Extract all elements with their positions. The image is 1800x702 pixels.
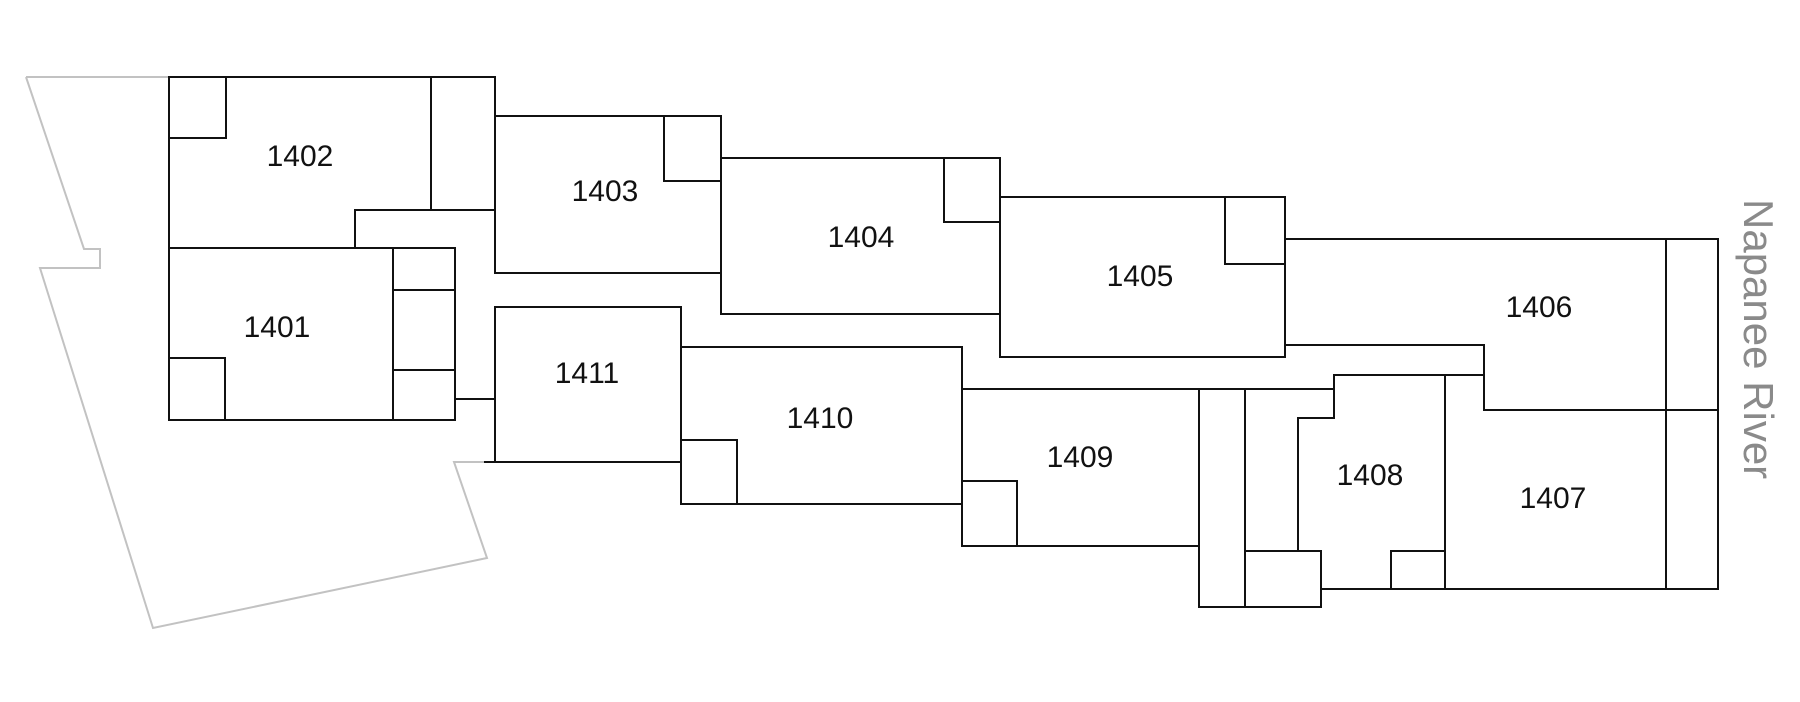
room-label-1411: 1411 (555, 357, 620, 390)
room-1404-closet (943, 157, 1001, 223)
stair-block (1198, 388, 1335, 608)
room-1407[interactable] (1444, 374, 1719, 590)
room-1401[interactable] (168, 247, 456, 421)
room-1401-side-rooms (392, 247, 456, 421)
room-label-1408: 1408 (1337, 459, 1404, 492)
room-1408[interactable] (1297, 374, 1446, 590)
room-1405-closet (1224, 196, 1286, 265)
site-outline (25, 76, 489, 630)
room-label-1404: 1404 (828, 221, 895, 254)
room-label-1402: 1402 (267, 140, 334, 173)
room-label-1409: 1409 (1047, 441, 1114, 474)
room-1403-closet (663, 115, 722, 182)
river-label: Napanee River (1735, 199, 1782, 479)
room-1406[interactable] (1284, 238, 1719, 411)
room-label-1401: 1401 (244, 311, 311, 344)
room-1411[interactable] (454, 306, 682, 463)
room-label-1407: 1407 (1520, 482, 1587, 515)
room-label-1405: 1405 (1107, 260, 1174, 293)
room-1409-closet (961, 480, 1018, 547)
room-1402-closet (168, 76, 227, 139)
room-1405[interactable] (999, 196, 1286, 358)
room-1408-closet (1390, 550, 1446, 590)
room-label-1403: 1403 (572, 175, 639, 208)
room-1410-closet (680, 439, 738, 505)
room-label-1406: 1406 (1506, 291, 1573, 324)
room-1401-closet (168, 357, 226, 421)
room-label-1410: 1410 (787, 402, 854, 435)
